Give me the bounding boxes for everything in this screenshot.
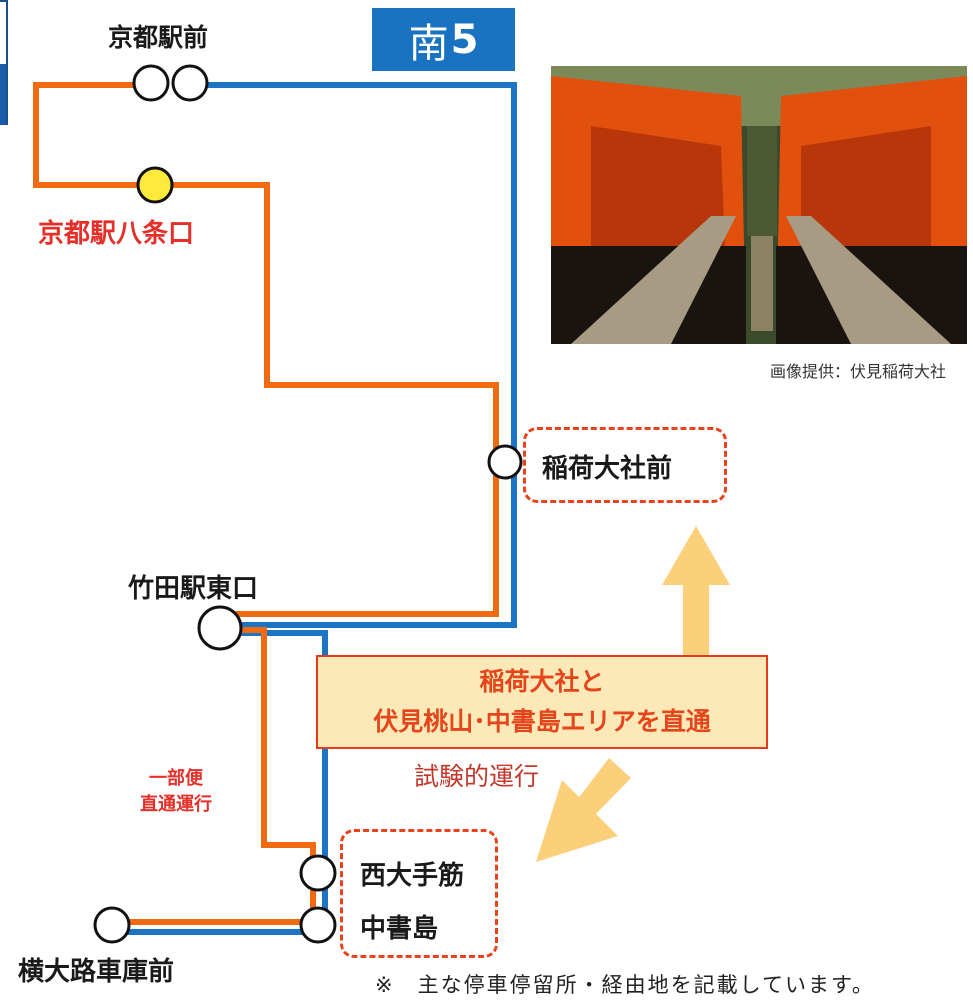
stop-label-chushojima: 中書島 — [360, 914, 439, 944]
stop-label-kyoto-hachijo: 京都駅八条口 — [38, 219, 195, 249]
highlight-box-inari — [523, 427, 727, 503]
partial-service-line2: 直通運行 — [140, 794, 212, 815]
through-connection-arrow — [536, 526, 730, 862]
highlight-box-chushojima-area — [340, 829, 498, 958]
stop-label-inari-taisha: 稲荷大社前 — [542, 454, 673, 484]
stop-label-yokooji-shako: 横大路車庫前 — [18, 957, 175, 987]
stop-marker-inari-taisha — [487, 444, 523, 480]
route-badge-number: 5 — [450, 16, 479, 63]
stop-marker-kyoto-hachijo — [136, 166, 174, 204]
trial-operation-label: 試験的運行 — [414, 762, 540, 791]
stop-marker-kyoto-ekimae-left — [132, 64, 170, 102]
stop-marker-takeda-higashi — [197, 605, 243, 651]
callout-line2: 伏見桃山･中書島エリアを直通 — [373, 707, 711, 736]
stop-label-takeda-higashi: 竹田駅東口 — [128, 574, 259, 604]
stop-marker-nishi-otesuji — [299, 854, 337, 892]
stop-label-nishi-otesuji: 西大手筋 — [360, 861, 465, 891]
stop-marker-yokooji-shako — [93, 906, 131, 944]
stop-marker-kyoto-ekimae-right — [171, 64, 209, 102]
cropped-panel-edge — [0, 0, 8, 125]
stop-marker-chushojima — [299, 906, 337, 944]
stop-label-kyoto-ekimae: 京都駅前 — [108, 23, 209, 52]
photo-credit: 画像提供：伏見稲荷大社 — [770, 362, 947, 381]
torii-gates-image — [551, 66, 967, 344]
footnote: ※ 主な停車停留所・経由地を記載しています。 — [375, 973, 875, 997]
partial-service-note: 一部便 直通運行 — [140, 766, 212, 818]
callout-line1: 稲荷大社と — [479, 667, 605, 696]
partial-service-line1: 一部便 — [149, 768, 203, 789]
fushimi-inari-photo — [551, 66, 967, 344]
orange-route-line — [33, 82, 499, 925]
route-badge-label: 南 — [408, 20, 449, 67]
through-service-callout: 稲荷大社と 伏見桃山･中書島エリアを直通 — [316, 655, 768, 749]
